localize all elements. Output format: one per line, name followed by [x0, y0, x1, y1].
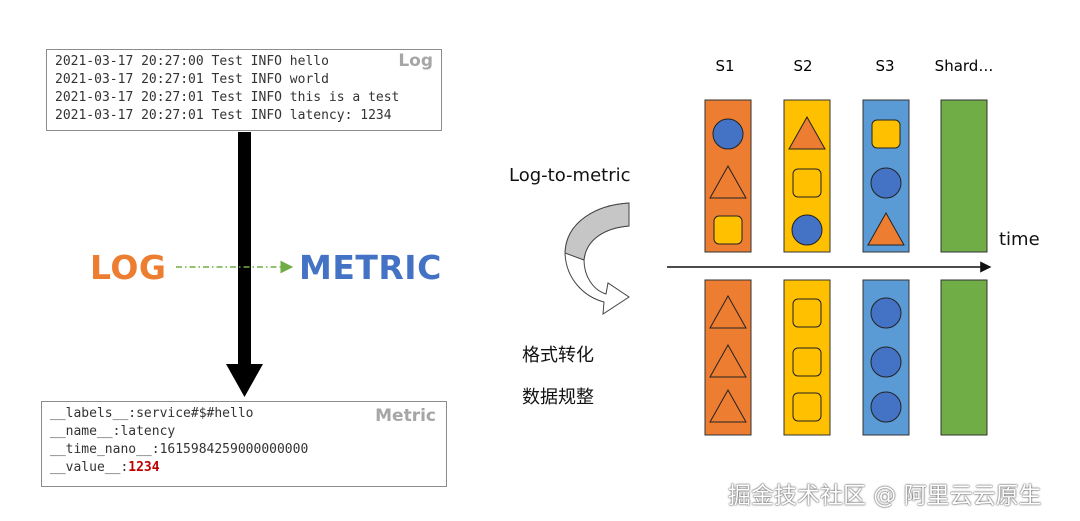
metric-value-key: __value__: — [50, 460, 129, 475]
metric-line: __labels__:service#$#hello — [50, 406, 254, 421]
metric-box: __labels__:service#$#hello __name__:late… — [41, 401, 447, 487]
log-word: LOG — [90, 248, 167, 287]
circle-shape — [791, 214, 823, 246]
triangle-shape — [709, 164, 747, 199]
metric-line: __value__:1234 — [50, 459, 446, 477]
triangle-shape — [709, 294, 747, 329]
triangle-shape — [709, 343, 747, 378]
log-line: 2021-03-17 20:27:01 Test INFO world — [55, 72, 329, 87]
metric-value: 1234 — [128, 460, 160, 475]
shard-label: S3 — [875, 57, 895, 75]
shard-label: Shard… — [934, 57, 994, 75]
triangle-shape — [788, 115, 826, 150]
time-axis-label: time — [999, 229, 1040, 250]
circle-shape — [712, 118, 744, 150]
watermark: 掘金技术社区 @ 阿里云云原生 — [728, 483, 1042, 509]
square-shape — [792, 347, 822, 377]
log-line: 2021-03-17 20:27:01 Test INFO this is a … — [55, 90, 400, 105]
shard-column-top — [940, 99, 988, 253]
square-shape — [713, 215, 743, 245]
circle-shape — [870, 346, 902, 378]
metric-word: METRIC — [299, 248, 442, 287]
triangle-shape — [867, 211, 905, 246]
metric-line: __time_nano__:1615984259000000000 — [50, 442, 309, 457]
shard-label: S2 — [793, 57, 813, 75]
transform-title: Log-to-metric — [509, 165, 631, 186]
shard-layer — [704, 99, 988, 436]
circle-shape — [870, 391, 902, 423]
metric-box-label: Metric — [375, 406, 436, 426]
square-shape — [792, 298, 822, 328]
down-arrow-head — [226, 364, 263, 397]
log-box: 2021-03-17 20:27:00 Test INFO hello 2021… — [46, 49, 442, 131]
square-shape — [871, 119, 901, 149]
triangle-shape — [709, 388, 747, 423]
transform-line-2: 数据规整 — [522, 387, 594, 408]
down-arrow-shaft — [238, 132, 251, 365]
square-shape — [792, 168, 822, 198]
shard-label: S1 — [715, 57, 735, 75]
circle-shape — [870, 297, 902, 329]
circle-shape — [870, 167, 902, 199]
log-box-label: Log — [398, 51, 433, 71]
transform-line-1: 格式转化 — [522, 345, 594, 366]
metric-line: __name__:latency — [50, 424, 176, 439]
log-line: 2021-03-17 20:27:00 Test INFO hello — [55, 54, 329, 69]
square-shape — [792, 392, 822, 422]
shard-column-bottom — [940, 279, 988, 436]
log-line: 2021-03-17 20:27:01 Test INFO latency: 1… — [55, 108, 392, 123]
transform-arrow-shade — [564, 202, 630, 261]
